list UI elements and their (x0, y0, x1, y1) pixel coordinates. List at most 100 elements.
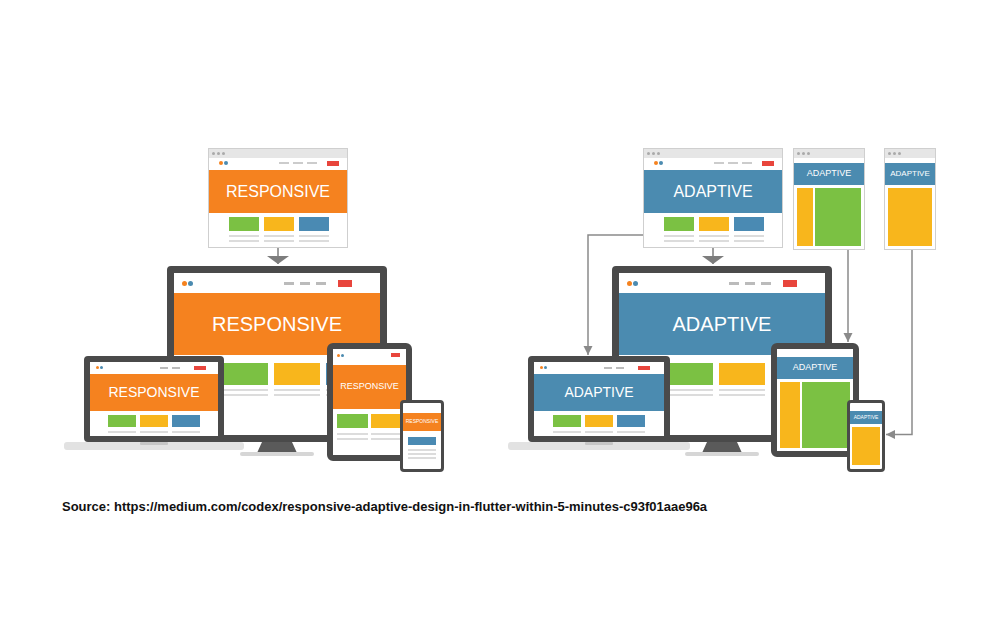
layout-block (172, 415, 200, 427)
layout-block (852, 427, 880, 465)
hero-banner: ADAPTIVE (794, 163, 864, 185)
layout-block (802, 152, 805, 155)
hero-banner: RESPONSIVE (209, 170, 347, 213)
laptop-screen: RESPONSIVE (84, 356, 224, 442)
layout-block (553, 415, 581, 427)
layout-block (229, 235, 259, 237)
banner-label: ADAPTIVE (793, 363, 838, 373)
layout-block (734, 235, 764, 237)
layout-block (108, 431, 136, 433)
screen-content: RESPONSIVE (333, 349, 406, 455)
layout-block (100, 366, 103, 369)
screen-content: RESPONSIVE (403, 403, 441, 469)
laptop-screen: ADAPTIVE (528, 356, 670, 442)
layout-block (797, 152, 800, 155)
banner-label: ADAPTIVE (854, 415, 879, 421)
arrow-head (844, 333, 853, 342)
layout-block (627, 281, 632, 286)
banner-label: RESPONSIVE (406, 419, 439, 425)
layout-block (762, 161, 774, 166)
hero-banner: ADAPTIVE (644, 170, 782, 213)
screen-content: ADAPTIVE (885, 149, 935, 249)
layout-block (299, 235, 329, 237)
screen-content: ADAPTIVE (644, 149, 782, 247)
phone-screen: ADAPTIVE (847, 400, 885, 472)
monitor-foot (685, 452, 759, 456)
arrow-head (702, 256, 724, 264)
layout-block (264, 240, 294, 242)
layout-block (274, 389, 320, 391)
layout-block (617, 431, 645, 433)
layout-block (888, 188, 932, 246)
layout-block (719, 389, 765, 391)
layout-block (783, 280, 797, 287)
layout-block (229, 217, 259, 231)
layout-block (299, 217, 329, 231)
layout-block (719, 363, 765, 385)
layout-block (371, 438, 402, 440)
layout-block (667, 363, 713, 385)
phone-screen: RESPONSIVE (400, 400, 444, 472)
layout-block (194, 366, 206, 370)
arrow-head (584, 346, 593, 355)
layout-block (96, 366, 99, 369)
monitor-foot (240, 452, 314, 456)
banner-label: ADAPTIVE (890, 170, 930, 179)
arrow-line (886, 250, 912, 435)
layout-block (264, 217, 294, 231)
layout-block (714, 162, 724, 164)
banner-label: RESPONSIVE (226, 183, 330, 201)
screen-content: ADAPTIVE (534, 362, 664, 436)
layout-block (279, 162, 289, 164)
layout-block (327, 161, 339, 166)
layout-block (108, 436, 136, 438)
layout-block (654, 161, 658, 165)
layout-block (652, 152, 655, 155)
browser-window: RESPONSIVE (208, 148, 348, 248)
layout-block (540, 366, 543, 369)
layout-block (664, 217, 694, 231)
arrow-head (267, 256, 289, 264)
layout-block (140, 431, 168, 433)
layout-block (284, 282, 294, 285)
banner-label: RESPONSIVE (340, 382, 399, 392)
layout-block (815, 188, 861, 246)
layout-block (224, 161, 228, 165)
layout-block (299, 240, 329, 242)
layout-block (337, 433, 368, 435)
layout-block (341, 354, 344, 357)
layout-block (780, 382, 800, 448)
flow-arrow (702, 248, 724, 264)
layout-block (108, 415, 136, 427)
layout-block (274, 363, 320, 385)
layout-block (553, 431, 581, 433)
layout-block (638, 366, 650, 370)
layout-block (316, 282, 326, 285)
layout-block (898, 152, 901, 155)
layout-block (274, 394, 320, 396)
layout-block (172, 431, 200, 433)
layout-block (644, 149, 782, 158)
laptop-notch (140, 442, 168, 445)
layout-block (699, 240, 729, 242)
layout-block (408, 457, 436, 459)
screen-content: ADAPTIVE (850, 403, 882, 469)
layout-block (728, 162, 738, 164)
layout-block (617, 436, 645, 438)
laptop-notch (585, 442, 613, 445)
layout-block (585, 431, 613, 433)
hero-banner: ADAPTIVE (534, 374, 664, 411)
layout-block (667, 389, 713, 391)
layout-block (160, 367, 168, 369)
hero-banner: ADAPTIVE (777, 357, 853, 379)
layout-block (300, 282, 310, 285)
layout-block (337, 438, 368, 440)
layout-block (337, 414, 368, 428)
banner-label: ADAPTIVE (564, 385, 633, 400)
banner-label: ADAPTIVE (673, 313, 772, 335)
layout-block (585, 415, 613, 427)
layout-block (371, 414, 402, 428)
layout-block (337, 354, 340, 357)
banner-label: RESPONSIVE (108, 385, 199, 400)
